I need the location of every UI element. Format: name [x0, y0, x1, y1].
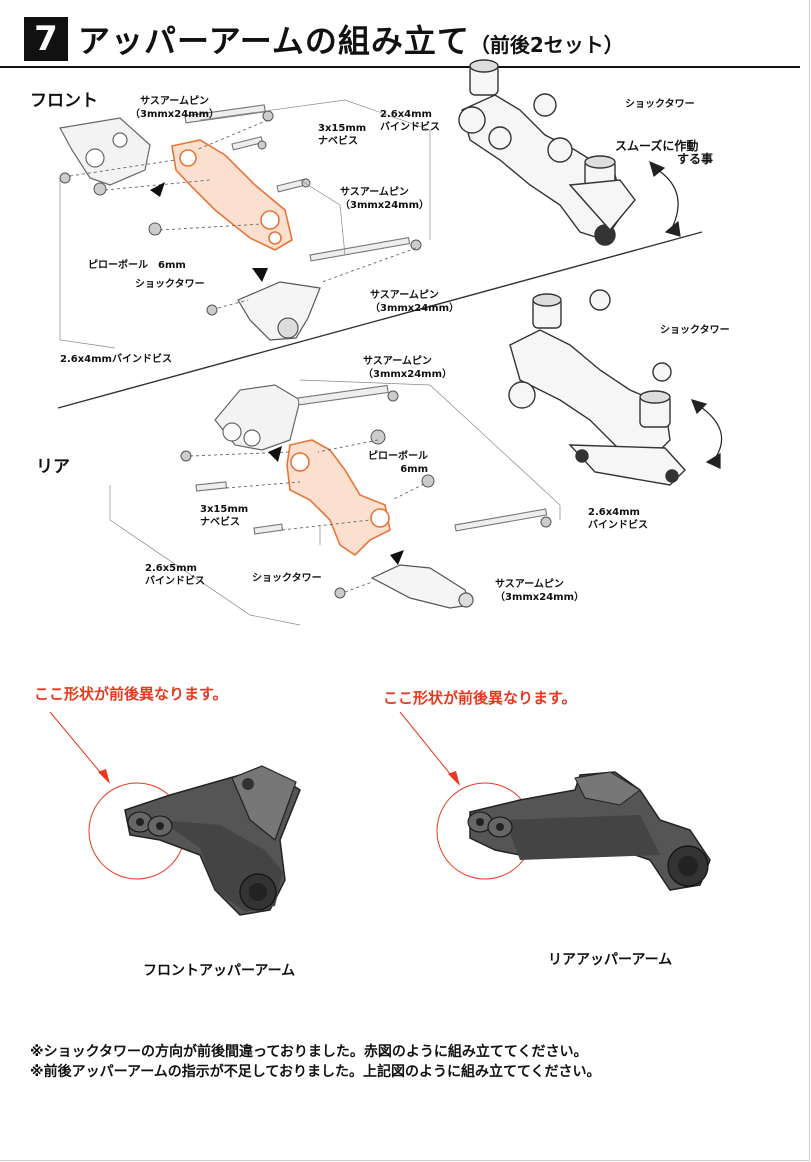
front-rotation-arrow — [649, 160, 681, 237]
rear-assembled-shock-tower-label: ショックタワー — [660, 325, 730, 336]
title-subtitle: （前後2セット） — [469, 33, 624, 57]
front-pins — [184, 104, 411, 262]
front-assembled-view — [458, 59, 636, 246]
rear-pillow-ball-line2: 6mm — [400, 464, 428, 475]
rear-upper-arm-caption: リアアッパーアーム — [548, 952, 673, 968]
section-divider — [57, 231, 703, 409]
front-pin-bottom-label: サスアームピン （3mmx24mm） — [370, 289, 459, 315]
front-bind-screw-top-label: 2.6x4mm バインドビス — [380, 108, 440, 134]
rear-arrowheads — [268, 446, 404, 565]
footnote-1: ※ショックタワーの方向が前後間違っておりました。赤図のように組み立ててください。 — [30, 1044, 588, 1060]
rear-small-shock-tower — [370, 564, 474, 609]
step-number-badge: 7 — [24, 17, 68, 61]
front-guide-lines — [69, 119, 417, 309]
front-smooth-note: スムーズに作動 する事 — [615, 140, 713, 166]
front-screws — [59, 110, 422, 316]
rear-pins — [195, 384, 548, 535]
front-upper-arm-caption: フロントアッパーアーム — [143, 963, 296, 979]
front-arrowheads — [150, 182, 268, 282]
front-orange-upper-arm — [171, 139, 293, 251]
front-bind-screw-bottom-label: 2.6x4mmバインドビス — [60, 354, 172, 365]
rear-gray-upper-arm — [214, 384, 301, 451]
rear-pillow-ball-label: ピローボール 6mm — [368, 450, 428, 476]
front-bind-screw-top-line1: 2.6x4mm — [380, 109, 432, 120]
front-section-label: フロント — [30, 91, 98, 111]
header-rule — [0, 66, 800, 68]
front-pin-mid-line1: サスアームピン — [340, 187, 409, 198]
rear-pin-bottom-label: サスアームピン （3mmx24mm） — [495, 578, 584, 604]
front-smooth-note-line1: スムーズに作動 — [615, 139, 699, 153]
page-title: アッパーアームの組み立て（前後2セット） — [78, 16, 624, 62]
front-pin-top-line1: サスアームピン — [140, 96, 209, 107]
front-gray-upper-arm — [59, 117, 151, 186]
rear-section-label: リア — [36, 457, 70, 477]
rear-screws — [180, 390, 552, 599]
front-pin-top-line2: （3mmx24mm） — [130, 109, 220, 120]
rear-shock-tower-label: ショックタワー — [252, 573, 322, 584]
front-pin-mid-label: サスアームピン （3mmx24mm） — [340, 186, 429, 212]
comparison-note-right: ここ形状が前後異なります。 — [383, 689, 577, 707]
front-small-shock-tower — [237, 281, 321, 341]
rear-bind-screw-right-line2: バインドビス — [588, 520, 648, 531]
rear-pin-top-label: サスアームピン （3mmx24mm） — [363, 355, 452, 381]
rear-orange-upper-arm — [286, 439, 391, 557]
rear-pin-bottom-line2: （3mmx24mm） — [495, 592, 585, 603]
comparison-arrowheads — [98, 769, 460, 786]
front-pin-bottom-line1: サスアームピン — [370, 290, 439, 301]
rear-nabe-screw-label: 3x15mm ナベビス — [200, 503, 248, 529]
rear-bind-screw-right-label: 2.6x4mm バインドビス — [588, 506, 648, 532]
front-pin-top-label: サスアームピン （3mmx24mm） — [130, 95, 219, 121]
rear-bind-screw-left-label: 2.6x5mm バインドビス — [145, 562, 205, 588]
front-pin-mid-line2: （3mmx24mm） — [340, 200, 430, 211]
rear-bind-screw-right-line1: 2.6x4mm — [588, 507, 640, 518]
rear-guide-lines — [189, 439, 425, 593]
front-upper-arm-render — [124, 765, 301, 916]
front-nabe-screw-line2: ナベビス — [318, 136, 358, 147]
front-smooth-note-line2: する事 — [677, 152, 714, 166]
rear-upper-arm-render — [467, 771, 711, 891]
title-text: アッパーアームの組み立て — [78, 22, 470, 60]
front-pillow-ball-label: ピローボール 6mm — [88, 260, 186, 271]
footnote-2: ※前後アッパーアームの指示が不足しておりました。上記図のように組み立ててください… — [30, 1064, 601, 1080]
front-shock-tower-label: ショックタワー — [135, 279, 205, 290]
rear-nabe-screw-line2: ナベビス — [200, 517, 240, 528]
rear-assembled-view — [508, 289, 686, 486]
front-leader-lines — [59, 99, 431, 349]
front-nabe-screw-line1: 3x15mm — [318, 123, 367, 134]
rear-leader-lines — [109, 379, 561, 626]
front-nabe-screw-label: 3x15mm ナベビス — [318, 122, 366, 148]
rear-nabe-screw-line1: 3x15mm — [200, 504, 249, 515]
rear-pin-top-line1: サスアームピン — [363, 356, 432, 367]
front-pin-bottom-line2: （3mmx24mm） — [370, 303, 460, 314]
rear-pillow-ball-line1: ピローボール — [368, 451, 428, 462]
rear-rotation-arrow — [691, 399, 723, 469]
front-assembled-shock-tower-label: ショックタワー — [625, 99, 695, 110]
front-bind-screw-top-line2: バインドビス — [380, 122, 440, 133]
comparison-note-left: ここ形状が前後異なります。 — [34, 685, 228, 703]
rear-bind-screw-left-line1: 2.6x5mm — [145, 563, 197, 574]
rear-bind-screw-left-line2: バインドビス — [145, 576, 205, 587]
rear-pin-top-line2: （3mmx24mm） — [363, 369, 453, 380]
rear-pin-bottom-line1: サスアームピン — [495, 579, 564, 590]
